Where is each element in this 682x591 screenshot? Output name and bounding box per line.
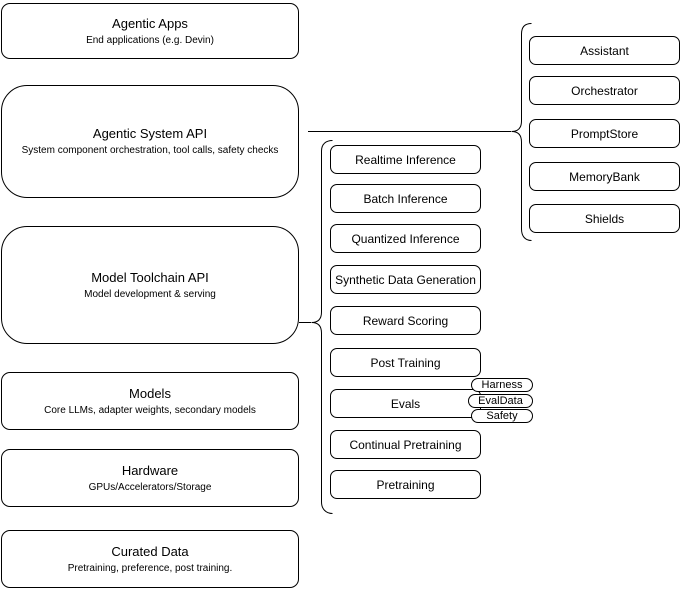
system-component-orchestrator: Orchestrator xyxy=(529,76,680,105)
toolchain-component-post-training: Post Training xyxy=(330,348,481,377)
component-label: MemoryBank xyxy=(569,169,640,184)
toolchain-component-evals: Evals xyxy=(330,389,481,418)
evals-tag-harness: Harness xyxy=(471,378,533,392)
layer-models: Models Core LLMs, adapter weights, secon… xyxy=(1,372,299,430)
toolchain-component-continual-pretraining: Continual Pretraining xyxy=(330,430,481,459)
component-label: Synthetic Data Generation xyxy=(335,272,476,287)
toolchain-component-synthetic-data-generation: Synthetic Data Generation xyxy=(330,265,481,294)
layer-subtitle: Core LLMs, adapter weights, secondary mo… xyxy=(44,404,256,416)
system-component-assistant: Assistant xyxy=(529,36,680,65)
layer-title: Agentic System API xyxy=(92,126,208,141)
evals-tag-evaldata: EvalData xyxy=(468,394,533,408)
component-label: Pretraining xyxy=(376,477,435,492)
toolchain-component-reward-scoring: Reward Scoring xyxy=(330,306,481,335)
layer-title: Hardware xyxy=(121,462,179,478)
component-label: Realtime Inference xyxy=(355,152,456,167)
component-label: Post Training xyxy=(370,355,441,370)
system-components-brace xyxy=(511,23,532,241)
toolchain-component-realtime-inference: Realtime Inference xyxy=(330,145,481,174)
component-label: PromptStore xyxy=(570,126,639,141)
system-component-promptstore: PromptStore xyxy=(529,119,680,148)
layer-agentic-system-api: Agentic System API System component orch… xyxy=(1,85,299,198)
component-label: Shields xyxy=(584,211,625,226)
component-label: Orchestrator xyxy=(571,83,638,98)
layer-subtitle: System component orchestration, tool cal… xyxy=(21,145,279,156)
system-component-shields: Shields xyxy=(529,204,680,233)
layer-hardware: Hardware GPUs/Accelerators/Storage xyxy=(1,449,299,507)
layer-subtitle: GPUs/Accelerators/Storage xyxy=(88,481,212,493)
component-label: Batch Inference xyxy=(363,191,448,206)
layer-curated-data: Curated Data Pretraining, preference, po… xyxy=(1,530,299,588)
toolchain-component-batch-inference: Batch Inference xyxy=(330,184,481,213)
toolchain-brace xyxy=(311,140,333,514)
layer-title: Agentic Apps xyxy=(112,15,188,31)
component-label: Reward Scoring xyxy=(362,313,449,328)
tag-label: Safety xyxy=(486,410,518,422)
evals-tag-safety: Safety xyxy=(471,409,533,423)
component-label: Evals xyxy=(390,396,421,411)
layer-subtitle: Model development & serving xyxy=(84,288,216,300)
layer-subtitle: Pretraining, preference, post training. xyxy=(67,562,233,574)
layer-model-toolchain-api: Model Toolchain API Model development & … xyxy=(1,226,299,344)
tag-label: EvalData xyxy=(478,395,523,407)
layer-subtitle: End applications (e.g. Devin) xyxy=(86,34,214,46)
component-label: Assistant xyxy=(580,43,629,58)
toolchain-component-quantized-inference: Quantized Inference xyxy=(330,224,481,253)
layer-title: Curated Data xyxy=(111,543,189,559)
layer-agentic-apps: Agentic Apps End applications (e.g. Devi… xyxy=(1,3,299,59)
component-label: Continual Pretraining xyxy=(349,437,462,452)
toolchain-component-pretraining: Pretraining xyxy=(330,470,481,499)
component-label: Quantized Inference xyxy=(351,231,460,246)
system-component-memorybank: MemoryBank xyxy=(529,162,680,191)
layer-title: Models xyxy=(129,385,171,401)
tag-label: Harness xyxy=(481,379,523,391)
layer-title: Model Toolchain API xyxy=(91,269,209,285)
